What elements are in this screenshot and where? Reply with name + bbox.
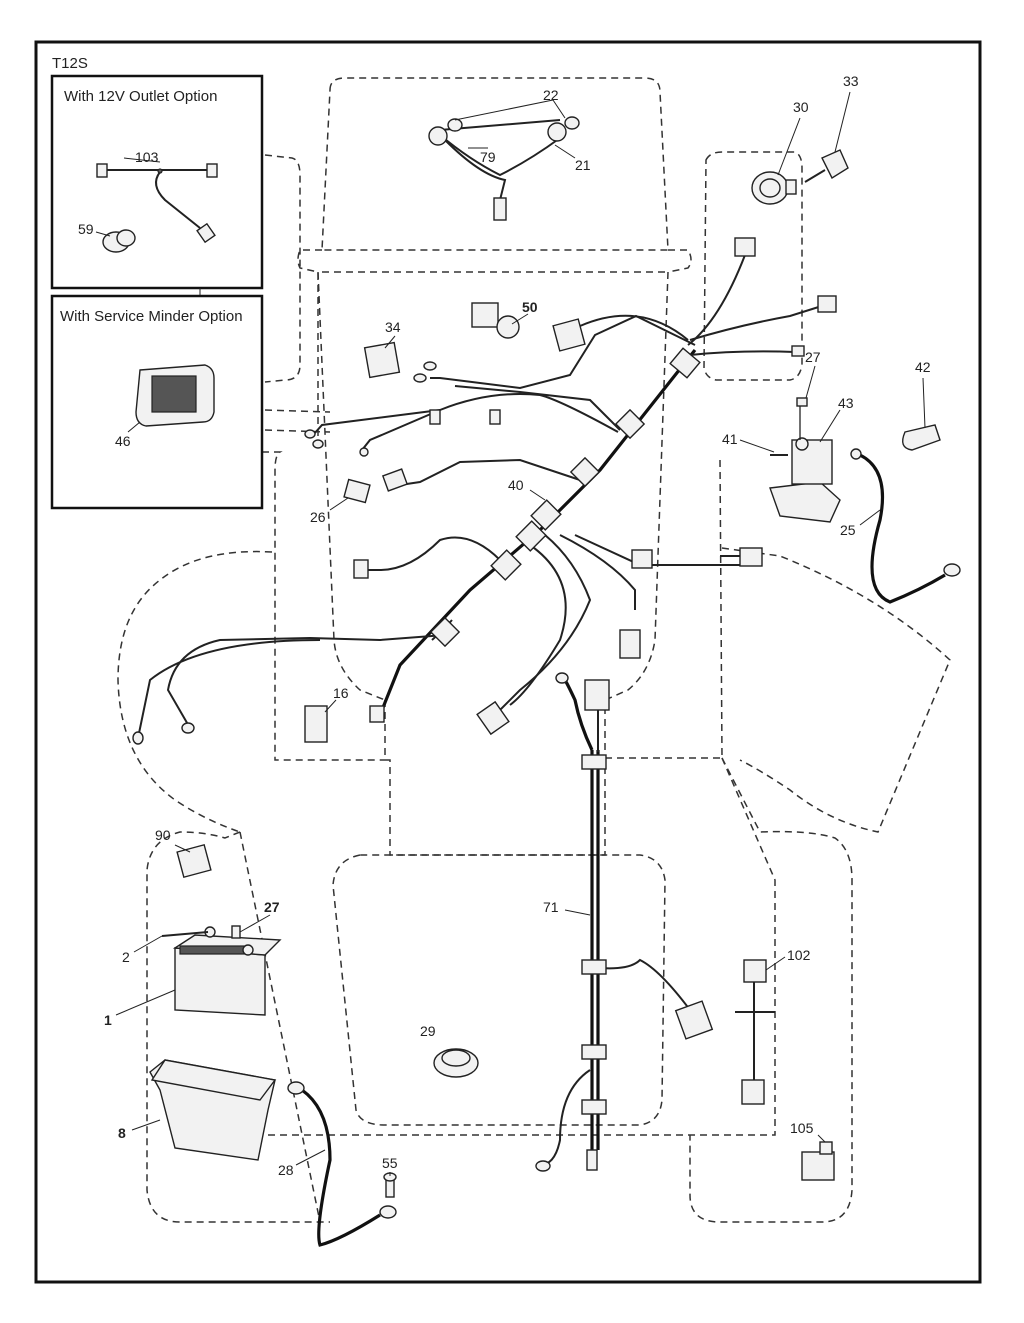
callout-50: 50 xyxy=(522,299,538,315)
callout-22: 22 xyxy=(543,87,559,103)
part-105 xyxy=(801,1141,835,1181)
headlight-harness xyxy=(428,116,580,221)
service-minder-title: With Service Minder Option xyxy=(60,308,243,325)
callout-30: 30 xyxy=(793,99,809,115)
callout-1: 1 xyxy=(104,1012,112,1028)
callout-33: 33 xyxy=(843,73,859,89)
callout-21: 21 xyxy=(575,157,591,173)
pto-switch xyxy=(363,341,401,379)
callout-27-top: 27 xyxy=(805,349,821,365)
callout-41: 41 xyxy=(722,431,738,447)
callout-55: 55 xyxy=(382,1155,398,1171)
callout-46: 46 xyxy=(115,433,131,449)
battery xyxy=(172,926,282,1016)
seat-switch xyxy=(304,705,328,743)
ground-screw xyxy=(383,1172,397,1198)
light-switch xyxy=(471,302,520,339)
callout-leaders xyxy=(115,91,926,1176)
terminal-boot xyxy=(902,424,941,451)
diagram-code: T12S xyxy=(52,55,88,72)
outlet-option-inset: With 12V Outlet Option xyxy=(50,74,264,290)
battery-cable-positive xyxy=(859,453,946,604)
callout-59: 59 xyxy=(78,221,94,237)
callout-90: 90 xyxy=(155,827,171,843)
callout-105: 105 xyxy=(790,1120,814,1136)
battery-cable-negative xyxy=(301,1088,381,1247)
callout-27-bottom: 27 xyxy=(264,899,280,915)
callout-79: 79 xyxy=(480,149,496,165)
main-harness xyxy=(132,237,837,745)
callout-26: 26 xyxy=(310,509,326,525)
part-90-relay xyxy=(176,843,212,879)
harness-71 xyxy=(535,672,714,1172)
outlet-option-title: With 12V Outlet Option xyxy=(64,88,217,105)
service-minder-inset: With Service Minder Option xyxy=(50,288,264,510)
part-102 xyxy=(735,959,775,1105)
callout-40: 40 xyxy=(508,477,524,493)
callout-71: 71 xyxy=(543,899,559,915)
grommet xyxy=(433,1048,479,1078)
callout-28: 28 xyxy=(278,1162,294,1178)
callout-43: 43 xyxy=(838,395,854,411)
ignition-switch xyxy=(751,171,797,205)
ignition-key xyxy=(804,149,849,183)
callout-102: 102 xyxy=(787,947,811,963)
callout-2: 2 xyxy=(122,949,130,965)
callout-34: 34 xyxy=(385,319,401,335)
starter-solenoid xyxy=(769,397,841,523)
callout-29: 29 xyxy=(420,1023,436,1039)
callout-42: 42 xyxy=(915,359,931,375)
page-frame xyxy=(34,40,982,1284)
callout-16: 16 xyxy=(333,685,349,701)
fuse-holder xyxy=(343,478,371,504)
callout-8: 8 xyxy=(118,1125,126,1141)
callout-103: 103 xyxy=(135,149,159,165)
battery-tray xyxy=(149,1059,277,1161)
callout-25: 25 xyxy=(840,522,856,538)
tractor-outline xyxy=(117,77,951,1223)
